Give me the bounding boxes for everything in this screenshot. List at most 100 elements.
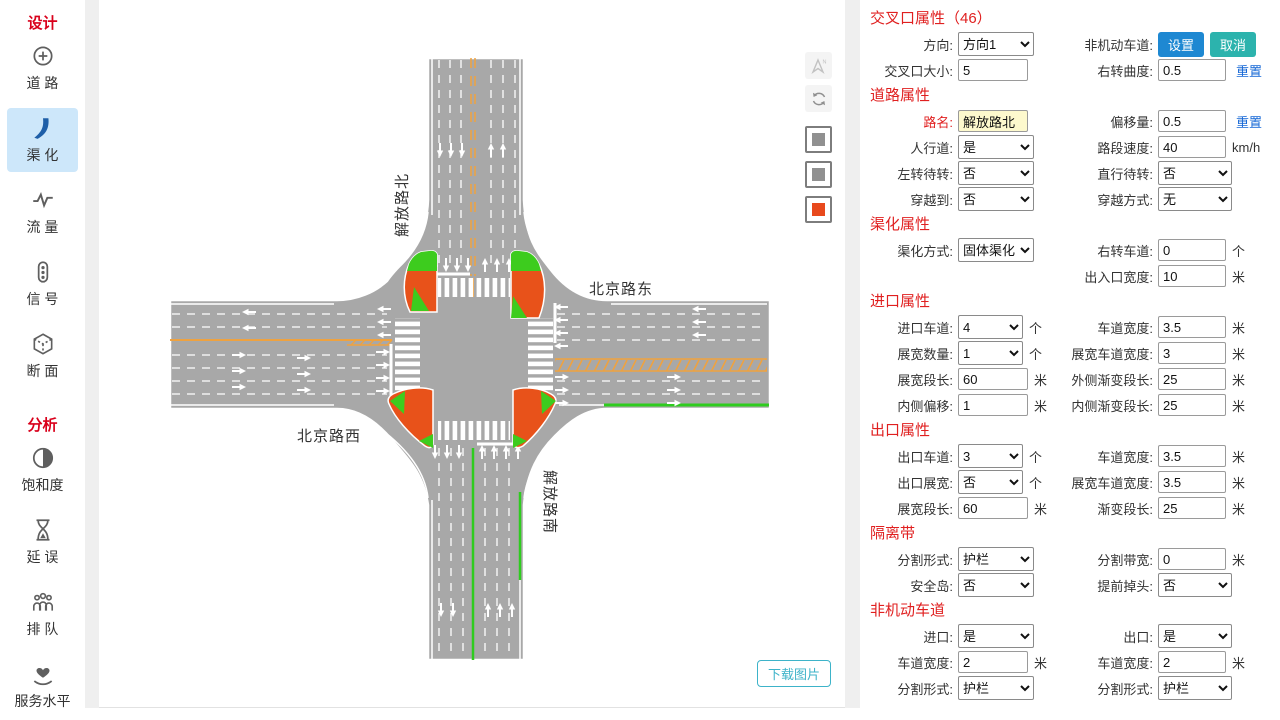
channelize-mode-select[interactable]: 固体渠化 <box>958 238 1034 262</box>
bike-entry-width-input[interactable] <box>958 651 1028 673</box>
signal-icon <box>30 259 56 285</box>
divider-width-input[interactable] <box>1158 548 1226 570</box>
sidebar-section-analysis: 分析 <box>27 417 58 434</box>
exit-lane-width-input[interactable] <box>1158 445 1226 467</box>
early-uturn-select[interactable]: 否 <box>1158 573 1232 597</box>
sidebar-item-label: 流 量 <box>26 219 59 235</box>
cross-section-icon <box>30 331 56 357</box>
unit-label: 米 <box>1232 269 1246 285</box>
download-image-button[interactable]: 下载图片 <box>756 660 831 687</box>
form-row: 展宽数量: 1 个 展宽车道宽度: 米 <box>866 340 1276 366</box>
right-turn-lanes-input[interactable] <box>1158 239 1226 261</box>
entry-lanes-select[interactable]: 4 <box>958 315 1023 339</box>
bike-exit-divider-select[interactable]: 护栏 <box>1158 676 1232 700</box>
corner-islands[interactable] <box>387 250 557 449</box>
form-row: 展宽段长: 米 渐变段长: 米 <box>866 495 1276 521</box>
safety-island-select[interactable]: 否 <box>958 573 1034 597</box>
sidebar-item-label: 服务水平 <box>14 693 71 708</box>
unit-label: 米 <box>1034 372 1048 388</box>
lane-dividers <box>172 60 767 658</box>
rotate-button[interactable] <box>805 85 832 112</box>
island-southwest <box>387 387 434 449</box>
road-icon <box>30 43 56 69</box>
field-label: 穿越到: <box>910 192 953 208</box>
panel-title: 交叉口属性（46） <box>870 10 992 27</box>
intersection-canvas[interactable]: 解放路北 北京路东 北京路西 解放路南 <box>99 0 845 708</box>
exit-widen-select[interactable]: 否 <box>958 470 1023 494</box>
bike-lane-cancel-button[interactable]: 取消 <box>1210 31 1257 57</box>
north-arrow-button[interactable]: N <box>805 52 832 79</box>
form-row: 车道宽度: 米 车道宽度: 米 <box>866 649 1276 675</box>
svg-text:N: N <box>822 59 826 65</box>
unit-label: 米 <box>1034 655 1048 671</box>
sidebar-item-road[interactable]: 道 路 <box>7 36 78 100</box>
sidebar-item-flow[interactable]: 流 量 <box>7 180 78 244</box>
sidebar-item-channelization[interactable]: 渠 化 <box>7 108 78 172</box>
sidebar-item-saturation[interactable]: 饱和度 <box>7 438 78 502</box>
sidebar-item-label: 饱和度 <box>21 477 64 493</box>
field-label: 左转待转: <box>897 166 953 182</box>
island-southeast <box>512 387 557 449</box>
segment-speed-input[interactable] <box>1158 136 1226 158</box>
widen-count-select[interactable]: 1 <box>958 341 1023 365</box>
reset-link[interactable]: 重置 <box>1236 114 1263 130</box>
intersection-size-input[interactable] <box>958 59 1028 81</box>
form-row: 穿越到: 否 穿越方式: 无 <box>866 186 1276 212</box>
field-label: 提前掉头: <box>1097 578 1153 594</box>
unit-label: 米 <box>1232 346 1246 362</box>
sidebar-item-queue[interactable]: 排 队 <box>7 582 78 646</box>
field-label: 渐变段长: <box>1097 501 1153 517</box>
road-pavement[interactable] <box>168 56 772 662</box>
exit-widen-length-input[interactable] <box>958 497 1028 519</box>
road-color-button-2[interactable] <box>805 161 832 188</box>
form-row: 出口车道: 3 个 车道宽度: 米 <box>866 443 1276 469</box>
road-label-north: 解放路北 <box>394 173 411 237</box>
widen-lane-width-input[interactable] <box>1158 342 1226 364</box>
sidebar-item-delay[interactable]: 延 误 <box>7 510 78 574</box>
sidebar-item-service-level[interactable]: 服务水平 <box>7 654 78 708</box>
section-header-channelization: 渠化属性 <box>870 216 931 233</box>
left-turn-wait-select[interactable]: 否 <box>958 161 1034 185</box>
island-color-button[interactable] <box>805 196 832 223</box>
cross-to-select[interactable]: 否 <box>958 187 1034 211</box>
bike-exit-select[interactable]: 是 <box>1158 624 1232 648</box>
offset-input[interactable] <box>1158 110 1226 132</box>
bike-lane-set-button[interactable]: 设置 <box>1158 31 1205 57</box>
field-label: 右转曲度: <box>1097 63 1153 79</box>
exit-lanes-select[interactable]: 3 <box>958 444 1023 468</box>
service-level-icon <box>30 661 56 687</box>
unit-label: 米 <box>1232 501 1246 517</box>
unit-label: 米 <box>1232 372 1246 388</box>
widen-length-input[interactable] <box>958 368 1028 390</box>
field-label: 内侧偏移: <box>897 398 953 414</box>
sidebar-item-label: 道 路 <box>26 75 59 91</box>
direction-select[interactable]: 方向1 <box>958 32 1034 56</box>
field-label: 车道宽度: <box>1097 655 1153 671</box>
form-row: 进口: 是 出口: 是 <box>866 623 1276 649</box>
road-color-button-1[interactable] <box>805 126 832 153</box>
form-row: 内侧偏移: 米 内侧渐变段长: 米 <box>866 392 1276 418</box>
bike-exit-width-input[interactable] <box>1158 651 1226 673</box>
sidewalk-select[interactable]: 是 <box>958 135 1034 159</box>
exit-widen-lane-width-input[interactable] <box>1158 471 1226 493</box>
divider-type-select[interactable]: 护栏 <box>958 547 1034 571</box>
sidebar-item-signal[interactable]: 信 号 <box>7 252 78 316</box>
form-row: 渠化方式: 固体渠化 右转车道: 个 <box>866 237 1276 263</box>
inner-taper-length-input[interactable] <box>1158 394 1226 416</box>
bike-entry-divider-select[interactable]: 护栏 <box>958 676 1034 700</box>
right-turn-curvature-input[interactable] <box>1158 59 1226 81</box>
sidebar-item-cross-section[interactable]: 断 面 <box>7 324 78 388</box>
channelization-icon <box>30 115 56 141</box>
cross-mode-select[interactable]: 无 <box>1158 187 1232 211</box>
taper-length-input[interactable] <box>1158 497 1226 519</box>
unit-label: 米 <box>1232 398 1246 414</box>
road-name-input[interactable] <box>958 110 1028 132</box>
lane-width-input[interactable] <box>1158 316 1226 338</box>
field-label: 展宽段长: <box>897 372 953 388</box>
straight-wait-select[interactable]: 否 <box>1158 161 1232 185</box>
outer-taper-length-input[interactable] <box>1158 368 1226 390</box>
reset-link[interactable]: 重置 <box>1236 63 1263 79</box>
inner-offset-input[interactable] <box>958 394 1028 416</box>
access-width-input[interactable] <box>1158 265 1226 287</box>
bike-entry-select[interactable]: 是 <box>958 624 1034 648</box>
